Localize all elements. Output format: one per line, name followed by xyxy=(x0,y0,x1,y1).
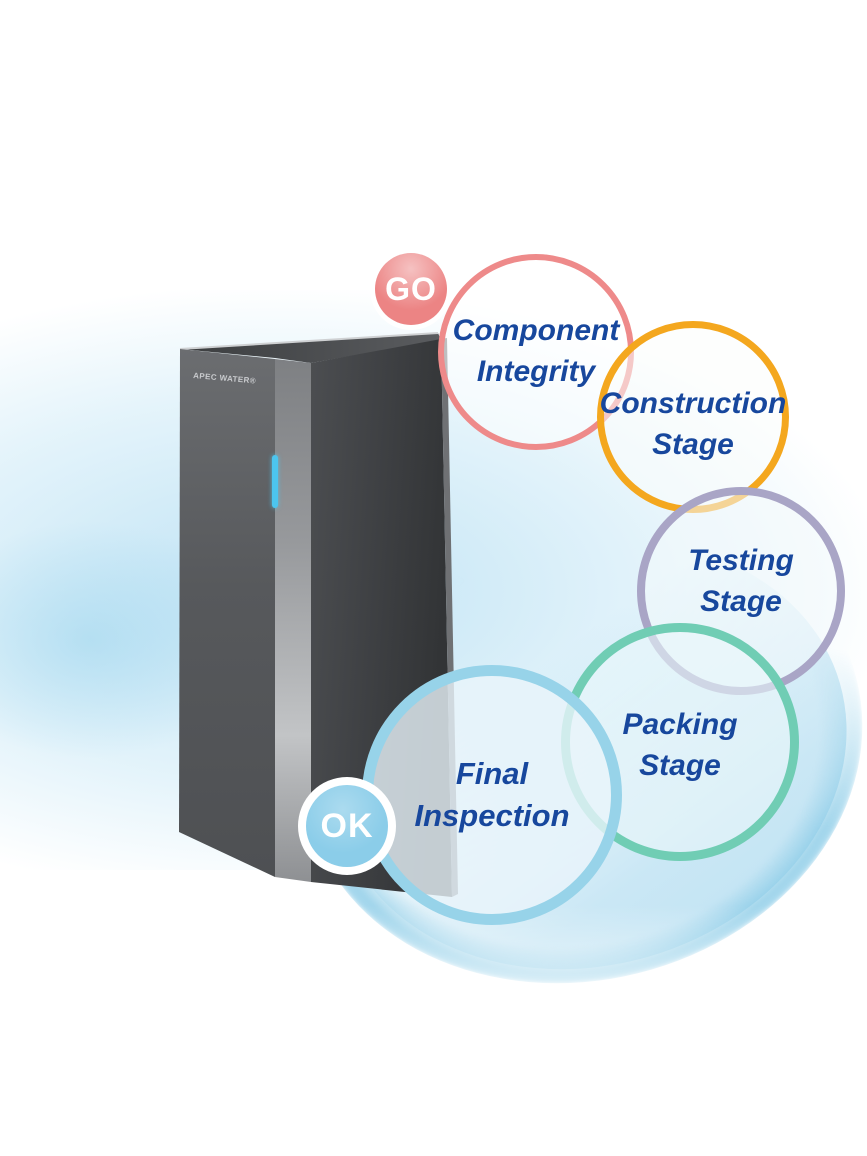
stage-label-line: Testing xyxy=(688,544,794,578)
stage-label-line: Construction xyxy=(599,387,787,421)
stage-label: Construction Stage xyxy=(600,368,787,466)
device-led-indicator xyxy=(272,455,278,508)
stage-label-line: Stage xyxy=(700,585,782,618)
go-badge-label: GO xyxy=(375,253,447,325)
stage-label-line: Stage xyxy=(639,749,721,782)
stage-label-line: Final xyxy=(455,755,529,791)
stage-label-line: Integrity xyxy=(476,355,596,388)
device-front-edge-strip xyxy=(275,359,311,882)
ok-badge: OK xyxy=(298,777,396,875)
stage-circle-final-inspection: Final Inspection xyxy=(362,665,622,925)
ok-badge-label: OK xyxy=(306,785,388,867)
stage-label: Testing Stage xyxy=(688,541,794,641)
device-left-face xyxy=(179,349,275,877)
stage-label-line: Packing xyxy=(622,708,738,742)
go-badge: GO xyxy=(370,248,452,330)
stage-label-line: Inspection xyxy=(414,798,570,833)
stage-label-line: Stage xyxy=(652,428,734,461)
device-top-edge-highlight xyxy=(179,332,439,350)
stage-label: Packing Stage xyxy=(622,697,737,787)
stage-circle-construction-stage: Construction Stage xyxy=(597,321,789,513)
stage-label: Component Integrity xyxy=(453,311,620,393)
background-bottom-fade xyxy=(0,905,867,1156)
stage-label-line: Component xyxy=(452,314,620,348)
stage-label: Final Inspection xyxy=(414,753,569,837)
device-top-face xyxy=(180,333,441,363)
